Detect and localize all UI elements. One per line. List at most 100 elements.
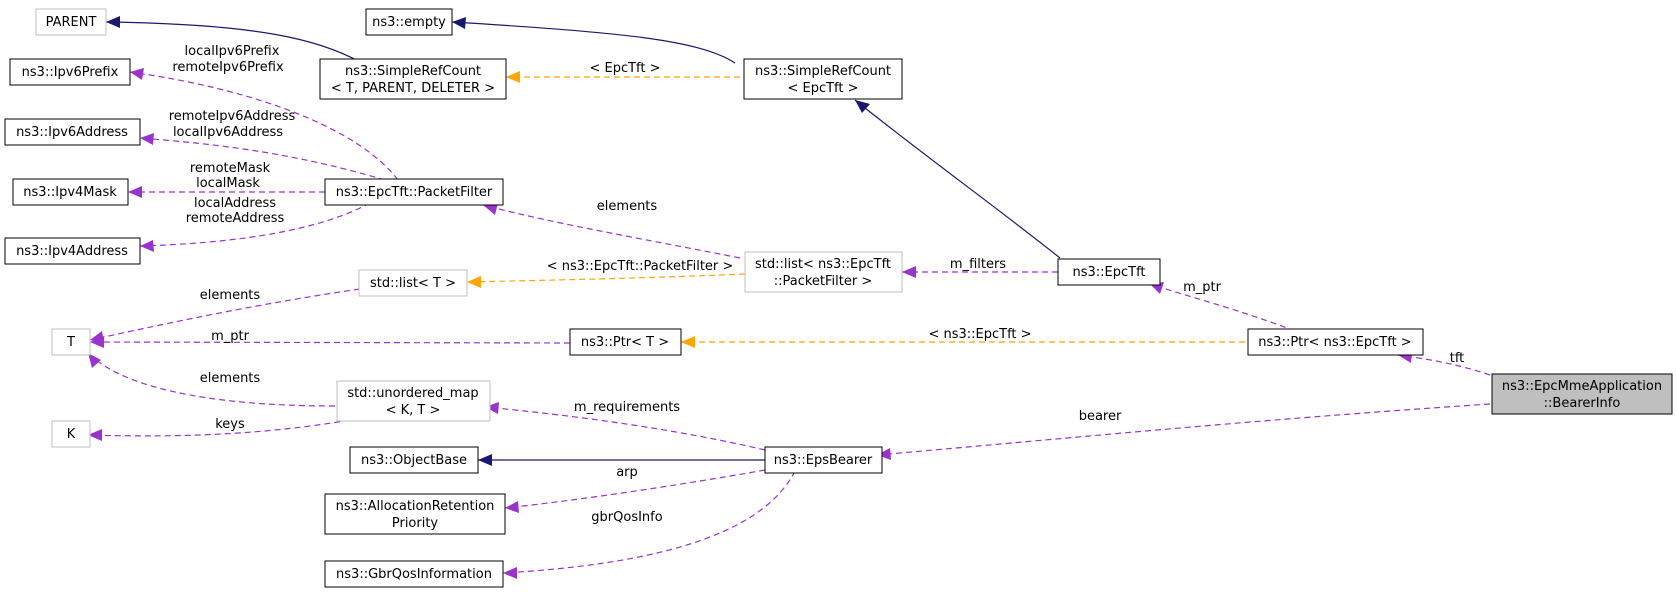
edge-use-gbrqos [502, 470, 796, 574]
node-objectbase[interactable]: ns3::ObjectBase [349, 446, 479, 474]
node-ipv6address[interactable]: ns3::Ipv6Address [4, 118, 141, 146]
node-t[interactable]: T [51, 328, 91, 356]
node-parent[interactable]: PARENT [35, 8, 107, 36]
edge-label-mrequirements: m_requirements [574, 400, 680, 415]
edge-label-simplerefcount-template: < EpcTft > [589, 61, 660, 76]
node-k[interactable]: K [51, 420, 91, 448]
edge-label-ipv6prefix-1: localIpv6Prefix [185, 44, 280, 59]
edge-label-ptr-mptr: m_ptr [211, 329, 250, 344]
node-ns3-empty[interactable]: ns3::empty [365, 8, 453, 36]
arrow-inherit-objectbase [478, 454, 492, 466]
svg-text:ns3::Ipv6Prefix: ns3::Ipv6Prefix [22, 65, 119, 80]
arrow-tpl-ptr [681, 336, 695, 348]
node-ptr-t[interactable]: ns3::Ptr< T > [569, 328, 682, 356]
svg-text:ns3::Ipv4Mask: ns3::Ipv4Mask [23, 185, 117, 200]
svg-text:< T, PARENT, DELETER >: < T, PARENT, DELETER > [331, 81, 495, 96]
svg-text:T: T [66, 335, 75, 350]
edge-label-keys: keys [215, 417, 245, 432]
arrow-use-ipv4address [140, 240, 154, 252]
arrowheads [88, 16, 1412, 579]
arrow-use-gbrqos [503, 567, 517, 579]
arrow-use-map-elements [88, 353, 101, 368]
svg-text:ns3::AllocationRetention: ns3::AllocationRetention [336, 499, 495, 514]
svg-text:::PacketFilter >: ::PacketFilter > [774, 274, 873, 289]
arrow-use-mrequirements [485, 402, 499, 414]
node-allocationretention[interactable]: ns3::AllocationRetention Priority [324, 493, 506, 535]
arrow-use-ipv6address [140, 133, 154, 145]
node-ipv6prefix[interactable]: ns3::Ipv6Prefix [9, 58, 131, 86]
arrow-inherit-simplerefcount [855, 100, 870, 113]
edge-label-stdlist-elements: elements [200, 288, 261, 303]
node-bearerinfo[interactable]: ns3::EpcMmeApplication ::BearerInfo [1491, 373, 1673, 415]
edge-label-ipv6address-2: localIpv6Address [173, 125, 283, 140]
edge-use-epctft-mptr [1149, 283, 1296, 332]
node-ipv4address[interactable]: ns3::Ipv4Address [4, 237, 141, 265]
edge-label-arp: arp [616, 465, 638, 480]
edge-label-gbrqos: gbrQosInfo [591, 510, 662, 525]
edge-use-ipv4address [139, 202, 371, 247]
edge-label-tft: tft [1450, 351, 1465, 366]
arrow-use-elements-list [483, 203, 498, 215]
arrow-use-bearer [877, 448, 891, 460]
svg-text:ns3::Ipv6Address: ns3::Ipv6Address [16, 125, 128, 140]
edge-use-stdlist-elements [89, 288, 361, 341]
arrow-use-mfilters [902, 266, 916, 278]
edge-label-ipv4mask-2: localMask [196, 176, 260, 191]
arrow-use-ptr-mptr [90, 336, 104, 348]
node-simplerefcount-epctft[interactable]: ns3::SimpleRefCount < EpcTft > [743, 58, 903, 100]
edge-tpl-list [466, 273, 746, 283]
svg-text:ns3::EpcTft::PacketFilter: ns3::EpcTft::PacketFilter [336, 185, 493, 200]
edge-use-ptr-mptr [89, 341, 571, 344]
node-unordered-map[interactable]: std::unordered_map < K, T > [336, 380, 491, 422]
svg-text:::BearerInfo: ::BearerInfo [1544, 396, 1621, 411]
svg-text:ns3::EpsBearer: ns3::EpsBearer [774, 453, 873, 468]
node-epsbearer[interactable]: ns3::EpsBearer [764, 446, 883, 474]
edge-label-ipv6address-1: remoteIpv6Address [169, 109, 296, 124]
edge-label-ipv4mask-1: remoteMask [190, 161, 271, 176]
svg-text:ns3::SimpleRefCount: ns3::SimpleRefCount [755, 64, 891, 79]
svg-text:< K, T >: < K, T > [386, 403, 441, 418]
edge-label-ipv4address-2: remoteAddress [186, 211, 285, 226]
svg-text:std::list< T >: std::list< T > [370, 276, 456, 291]
edge-use-bearer [876, 403, 1491, 456]
svg-text:ns3::EpcMmeApplication: ns3::EpcMmeApplication [1502, 379, 1662, 394]
edge-use-mrequirements [484, 406, 766, 451]
edge-inherit-parent [105, 21, 361, 63]
edge-inherit-simplerefcount [854, 99, 1061, 259]
svg-text:PARENT: PARENT [46, 15, 97, 30]
svg-text:ns3::EpcTft: ns3::EpcTft [1072, 265, 1145, 280]
edge-use-keys [87, 419, 351, 437]
svg-text:< EpcTft >: < EpcTft > [787, 81, 858, 96]
svg-text:Priority: Priority [392, 516, 439, 531]
svg-text:ns3::empty: ns3::empty [372, 15, 446, 30]
svg-text:ns3::Ptr< ns3::EpcTft >: ns3::Ptr< ns3::EpcTft > [1258, 335, 1411, 350]
edge-label-epctft-mptr: m_ptr [1183, 280, 1222, 295]
node-ptr-epctft[interactable]: ns3::Ptr< ns3::EpcTft > [1247, 328, 1424, 356]
svg-text:ns3::Ipv4Address: ns3::Ipv4Address [16, 244, 128, 259]
arrow-tpl-simplerefcount [506, 71, 520, 83]
edge-use-elements-list [482, 204, 741, 259]
svg-text:K: K [67, 427, 76, 442]
node-simplerefcount-generic[interactable]: ns3::SimpleRefCount < T, PARENT, DELETER… [319, 58, 507, 100]
edge-use-arp [504, 469, 766, 509]
edge-label-ipv6prefix-2: remoteIpv6Prefix [172, 60, 284, 75]
edge-use-tft [1397, 354, 1491, 376]
node-packetfilter[interactable]: ns3::EpcTft::PacketFilter [324, 178, 504, 206]
edge-use-ipv6prefix [129, 71, 399, 181]
arrow-inherit-empty [452, 17, 466, 29]
edge-label-bearer: bearer [1079, 409, 1122, 424]
nodes: PARENT ns3::empty ns3::SimpleRefCount < … [4, 8, 1673, 588]
edge-labels: < EpcTft > localIpv6Prefix remoteIpv6Pre… [169, 44, 1465, 525]
node-epctft[interactable]: ns3::EpcTft [1057, 258, 1161, 286]
svg-text:std::list< ns3::EpcTft: std::list< ns3::EpcTft [755, 257, 891, 272]
node-ipv4mask[interactable]: ns3::Ipv4Mask [12, 178, 129, 206]
svg-text:ns3::Ptr< T >: ns3::Ptr< T > [581, 335, 669, 350]
edge-label-ipv4address-1: localAddress [194, 196, 276, 211]
arrow-use-arp [505, 501, 519, 513]
edge-label-mfilters: m_filters [950, 257, 1006, 272]
arrow-tpl-list [467, 276, 481, 288]
node-gbrqos[interactable]: ns3::GbrQosInformation [324, 560, 504, 588]
node-list-packetfilter[interactable]: std::list< ns3::EpcTft ::PacketFilter > [744, 251, 903, 293]
node-stdlist-t[interactable]: std::list< T > [358, 269, 468, 297]
